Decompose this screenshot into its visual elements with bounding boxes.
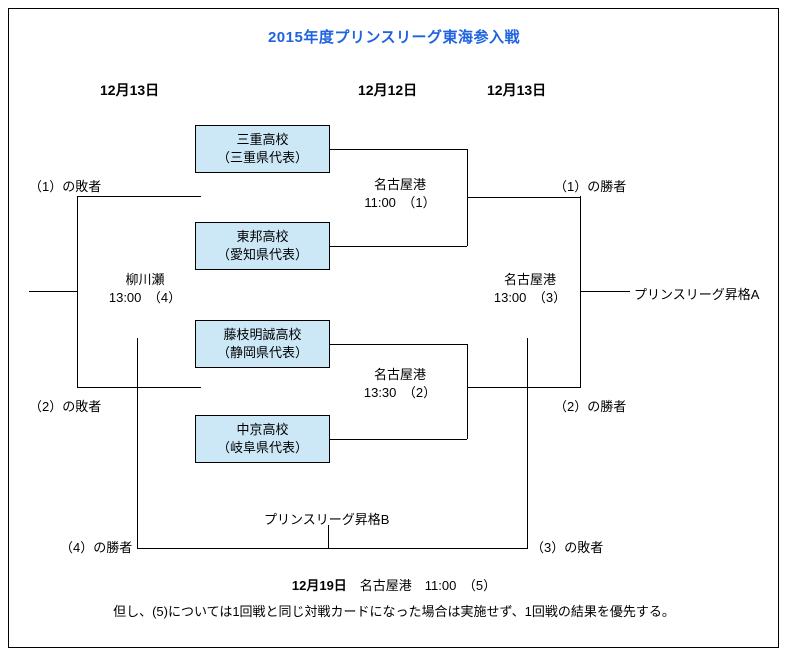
label-loser-of-2: （2）の敗者 — [29, 399, 102, 414]
team-name: 中京高校 — [236, 421, 289, 437]
connector-promotion-b-bar — [137, 548, 528, 549]
connector-loser1-to-match4 — [77, 196, 201, 197]
connector-match3-output — [580, 291, 630, 292]
team-name: 東邦高校 — [236, 228, 289, 244]
connector-promotion-b-stub — [328, 525, 329, 548]
team-box-chukyo[interactable]: 中京高校 （岐阜県代表） — [195, 415, 330, 463]
team-box-mie[interactable]: 三重高校 （三重県代表） — [195, 125, 330, 173]
match-label-2: 名古屋港 13:30 （2） — [340, 366, 460, 403]
footer-match5-detail: 名古屋港 11:00 （5） — [346, 578, 497, 593]
page-title: 2015年度プリンスリーグ東海参入戦 — [267, 29, 521, 46]
label-loser-of-3: （3）の敗者 — [531, 540, 604, 555]
match-label-4: 柳川瀬 13:00 （4） — [85, 271, 205, 308]
connector-match4-output — [29, 291, 78, 292]
promotion-label-a: プリンスリーグ昇格A — [634, 287, 760, 302]
match-time: 11:00 （1） — [364, 195, 436, 211]
connector-match1-output — [467, 197, 580, 198]
match-label-3: 名古屋港 13:00 （3） — [470, 271, 590, 308]
connector-match4-winner-drop — [137, 338, 138, 548]
connector-match3-loser-drop — [527, 338, 528, 548]
team-name: 藤枝明誠高校 — [223, 326, 302, 342]
match-venue: 柳川瀬 — [125, 272, 165, 287]
footer-match5-date: 12月19日 — [291, 578, 347, 593]
connector-match4-join — [77, 196, 78, 388]
team-box-toho[interactable]: 東邦高校 （愛知県代表） — [195, 222, 330, 270]
match-venue: 名古屋港 — [373, 367, 426, 382]
connector-fujieda-to-match2 — [330, 344, 467, 345]
match-time: 13:00 （4） — [108, 290, 182, 306]
date-header-middle: 12月12日 — [358, 82, 418, 98]
label-winner-of-4: （4）の勝者 — [60, 540, 133, 555]
label-winner-of-1: （1）の勝者 — [554, 179, 627, 194]
team-region: （三重県代表） — [216, 150, 308, 165]
match-time: 13:00 （3） — [493, 290, 567, 306]
team-region: （愛知県代表） — [216, 247, 308, 262]
connector-chukyo-to-match2 — [330, 439, 467, 440]
connector-match3-join — [580, 196, 581, 388]
label-winner-of-2: （2）の勝者 — [554, 399, 627, 414]
match-venue: 名古屋港 — [503, 272, 556, 287]
date-header-right: 12月13日 — [487, 82, 547, 98]
page-border — [8, 8, 779, 648]
date-header-left: 12月13日 — [100, 82, 160, 98]
team-box-fujieda-meisei[interactable]: 藤枝明誠高校 （静岡県代表） — [195, 320, 330, 368]
footer-match5: 12月19日 名古屋港 11:00 （5） — [0, 575, 788, 594]
connector-loser2-to-match4 — [77, 387, 201, 388]
connector-toho-to-match1 — [330, 246, 467, 247]
promotion-label-b: プリンスリーグ昇格B — [264, 512, 390, 527]
match-label-1: 名古屋港 11:00 （1） — [340, 176, 460, 213]
label-loser-of-1: （1）の敗者 — [29, 179, 102, 194]
match-venue: 名古屋港 — [373, 177, 426, 192]
footer-note: 但し、(5)については1回戦と同じ対戦カードになった場合は実施せず、1回戦の結果… — [113, 604, 675, 619]
team-region: （静岡県代表） — [216, 345, 308, 360]
connector-mie-to-match1 — [330, 149, 467, 150]
team-region: （岐阜県代表） — [216, 440, 308, 455]
team-name: 三重高校 — [236, 131, 289, 147]
connector-match2-output — [467, 387, 580, 388]
match-time: 13:30 （2） — [363, 385, 437, 401]
connector-match2-join — [467, 344, 468, 439]
